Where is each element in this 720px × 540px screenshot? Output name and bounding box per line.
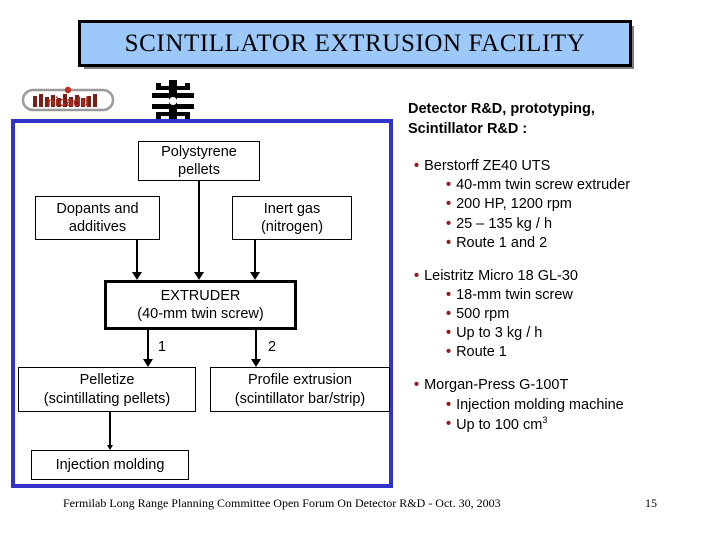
arrowhead-inertgas bbox=[250, 272, 260, 280]
details-panel: Detector R&D, prototyping, Scintillator … bbox=[408, 100, 713, 449]
details-group-leistritz-title-row: •Leistritz Micro 18 GL-30 bbox=[408, 267, 713, 286]
flow-box-extruder-line2: (40-mm twin screw) bbox=[137, 306, 264, 322]
bullet-icon: • bbox=[446, 396, 452, 413]
flow-box-profile-extrusion-line1: Profile extrusion bbox=[248, 372, 352, 389]
route-label-2: 2 bbox=[268, 339, 277, 355]
list-item: •Route 1 bbox=[408, 343, 713, 362]
title-box: SCINTILLATOR EXTRUSION FACILITY bbox=[78, 20, 632, 67]
details-leistritz-item-1: 500 rpm bbox=[456, 306, 510, 322]
bullet-icon: • bbox=[446, 344, 452, 361]
details-berstorff-item-1: 200 HP, 1200 rpm bbox=[456, 196, 572, 213]
list-item: •40-mm twin screw extruder bbox=[408, 176, 713, 195]
bullet-icon: • bbox=[414, 158, 420, 175]
details-group-morgan-press: •Morgan-Press G-100T •Injection molding … bbox=[408, 376, 713, 434]
details-heading-line2: Scintillator R&D : bbox=[408, 120, 528, 137]
details-group-berstorff: •Berstorff ZE40 UTS •40-mm twin screw ex… bbox=[408, 157, 713, 253]
flow-box-dopants-line1: Dopants and bbox=[56, 200, 139, 217]
flow-box-inert-gas-line1: Inert gas bbox=[263, 200, 321, 217]
nicadd-logo: nicadd bbox=[18, 86, 118, 114]
details-group-morgan-press-title: Morgan-Press G-100T bbox=[424, 377, 569, 394]
footer-text: Fermilab Long Range Planning Committee O… bbox=[63, 496, 501, 510]
flow-box-polystyrene-line1: Polystyrene bbox=[161, 143, 237, 160]
bullet-icon: • bbox=[414, 377, 420, 394]
flow-box-polystyrene[interactable]: Polystyrene pellets bbox=[138, 141, 260, 181]
list-item: •Up to 3 kg / h bbox=[408, 324, 713, 343]
details-group-berstorff-title-row: •Berstorff ZE40 UTS bbox=[408, 157, 713, 176]
list-item: •25 – 135 kg / h bbox=[408, 215, 713, 234]
bullet-icon: • bbox=[446, 286, 452, 303]
details-morgan-item-1-superscript: 3 bbox=[542, 414, 548, 425]
route-label-1: 1 bbox=[158, 339, 167, 355]
fermilab-logo bbox=[150, 80, 196, 122]
details-leistritz-item-0: 18-mm twin screw bbox=[456, 286, 573, 303]
flow-box-injection-molding[interactable]: Injection molding bbox=[31, 450, 189, 480]
bullet-icon: • bbox=[414, 267, 420, 284]
arrowhead-dopants bbox=[132, 272, 142, 280]
details-heading-line1: Detector R&D, prototyping, bbox=[408, 101, 595, 117]
arrowhead-polystyrene bbox=[194, 272, 204, 280]
flow-box-pelletize-line2: (scintillating pellets) bbox=[43, 390, 171, 407]
page-title: SCINTILLATOR EXTRUSION FACILITY bbox=[124, 29, 586, 57]
flow-box-inert-gas-line2: (nitrogen) bbox=[260, 219, 324, 235]
flow-box-pelletize[interactable]: Pelletize (scintillating pellets) bbox=[18, 367, 196, 412]
list-item: •18-mm twin screw bbox=[408, 286, 713, 305]
flow-box-injection-molding-line1: Injection molding bbox=[55, 456, 165, 473]
details-berstorff-item-0: 40-mm twin screw extruder bbox=[456, 177, 631, 194]
page-number: 15 bbox=[645, 496, 657, 510]
details-leistritz-item-2: Up to 3 kg / h bbox=[456, 325, 543, 342]
list-item: •Route 1 and 2 bbox=[408, 234, 713, 253]
arrowhead-injection bbox=[107, 445, 113, 450]
details-morgan-item-0: Injection molding machine bbox=[456, 396, 624, 413]
bullet-icon: • bbox=[446, 234, 452, 251]
connector-polystyrene-to-extruder bbox=[198, 181, 200, 274]
flow-box-profile-extrusion-line2: (scintillator bar/strip) bbox=[234, 390, 366, 407]
arrowhead-profile bbox=[251, 359, 261, 367]
connector-dopants-to-extruder bbox=[136, 240, 138, 274]
list-item: •Injection molding machine bbox=[408, 396, 713, 415]
flow-box-dopants-line2: additives bbox=[68, 219, 127, 235]
flow-box-profile-extrusion[interactable]: Profile extrusion (scintillator bar/stri… bbox=[210, 367, 390, 412]
details-group-morgan-press-title-row: •Morgan-Press G-100T bbox=[408, 376, 713, 395]
bullet-icon: • bbox=[446, 177, 452, 194]
details-morgan-item-1: Up to 100 cm bbox=[456, 416, 543, 433]
flow-box-polystyrene-line2: pellets bbox=[178, 162, 220, 178]
flow-box-extruder-line1: EXTRUDER bbox=[160, 287, 241, 304]
list-item: •500 rpm bbox=[408, 305, 713, 324]
connector-pelletize-to-injection bbox=[109, 412, 111, 447]
details-group-leistritz: •Leistritz Micro 18 GL-30 •18-mm twin sc… bbox=[408, 267, 713, 363]
flow-box-pelletize-line1: Pelletize bbox=[79, 372, 135, 389]
list-item: •200 HP, 1200 rpm bbox=[408, 195, 713, 214]
bullet-icon: • bbox=[446, 215, 452, 232]
bullet-icon: • bbox=[446, 196, 452, 213]
list-item: •Up to 100 cm3 bbox=[408, 415, 713, 435]
flow-box-dopants[interactable]: Dopants and additives bbox=[35, 196, 160, 240]
connector-extruder-to-profile bbox=[255, 330, 257, 361]
connector-inertgas-to-extruder bbox=[254, 240, 256, 274]
svg-text:nicadd: nicadd bbox=[47, 94, 89, 109]
details-berstorff-item-3: Route 1 and 2 bbox=[456, 234, 548, 251]
details-heading: Detector R&D, prototyping, Scintillator … bbox=[408, 100, 713, 139]
bullet-icon: • bbox=[446, 416, 452, 433]
bullet-icon: • bbox=[446, 306, 452, 322]
details-group-berstorff-title: Berstorff ZE40 UTS bbox=[424, 158, 551, 175]
arrowhead-pelletize bbox=[143, 359, 153, 367]
details-berstorff-item-2: 25 – 135 kg / h bbox=[456, 215, 553, 232]
bullet-icon: • bbox=[446, 325, 452, 342]
details-leistritz-item-3: Route 1 bbox=[456, 344, 507, 361]
details-group-leistritz-title: Leistritz Micro 18 GL-30 bbox=[424, 267, 578, 284]
flow-box-extruder[interactable]: EXTRUDER (40-mm twin screw) bbox=[104, 280, 297, 330]
flow-box-inert-gas[interactable]: Inert gas (nitrogen) bbox=[232, 196, 352, 240]
connector-extruder-to-pelletize bbox=[147, 330, 149, 361]
